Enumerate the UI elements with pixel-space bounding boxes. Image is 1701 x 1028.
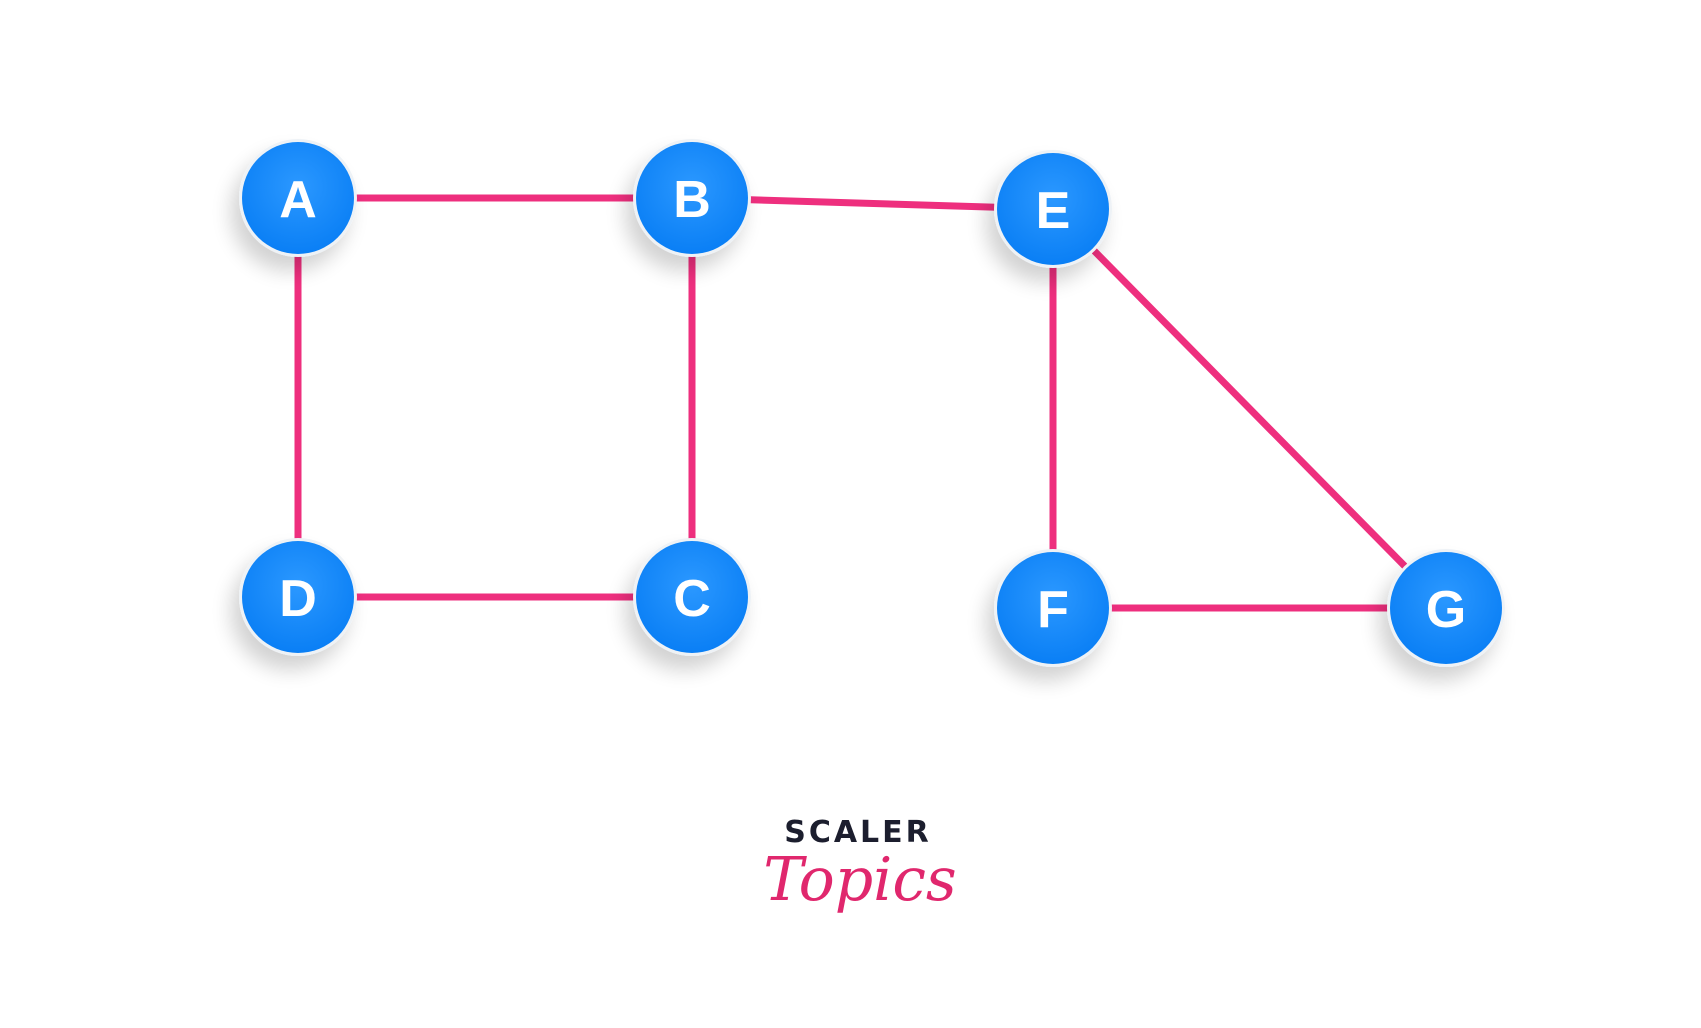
node-label: C [673,570,711,628]
edge-b-e [691,194,1054,213]
node-e: E [994,150,1112,268]
node-circle [997,153,1109,265]
node-f: F [994,549,1112,667]
node-circle [1390,552,1502,664]
node-label: B [673,171,711,229]
node-circle [242,541,354,653]
node-label: D [279,570,317,628]
node-label: E [1036,182,1071,240]
edges-layer [294,194,1449,612]
node-label: A [279,171,317,229]
nodes-layer: A B E D C F G [239,139,1505,667]
node-circle [242,142,354,254]
node-c: C [633,538,751,656]
node-circle [997,552,1109,664]
node-a: A [239,139,357,257]
node-circle [636,541,748,653]
node-label: F [1037,581,1069,639]
node-d: D [239,538,357,656]
node-label: G [1426,581,1466,639]
edge-e-g [1050,206,1449,611]
node-g: G [1387,549,1505,667]
node-b: B [633,139,751,257]
logo-topics-text: Topics [763,845,956,915]
node-circle [636,142,748,254]
scaler-topics-logo: SCALER Topics [763,815,956,915]
logo-scaler-text: SCALER [784,815,932,850]
